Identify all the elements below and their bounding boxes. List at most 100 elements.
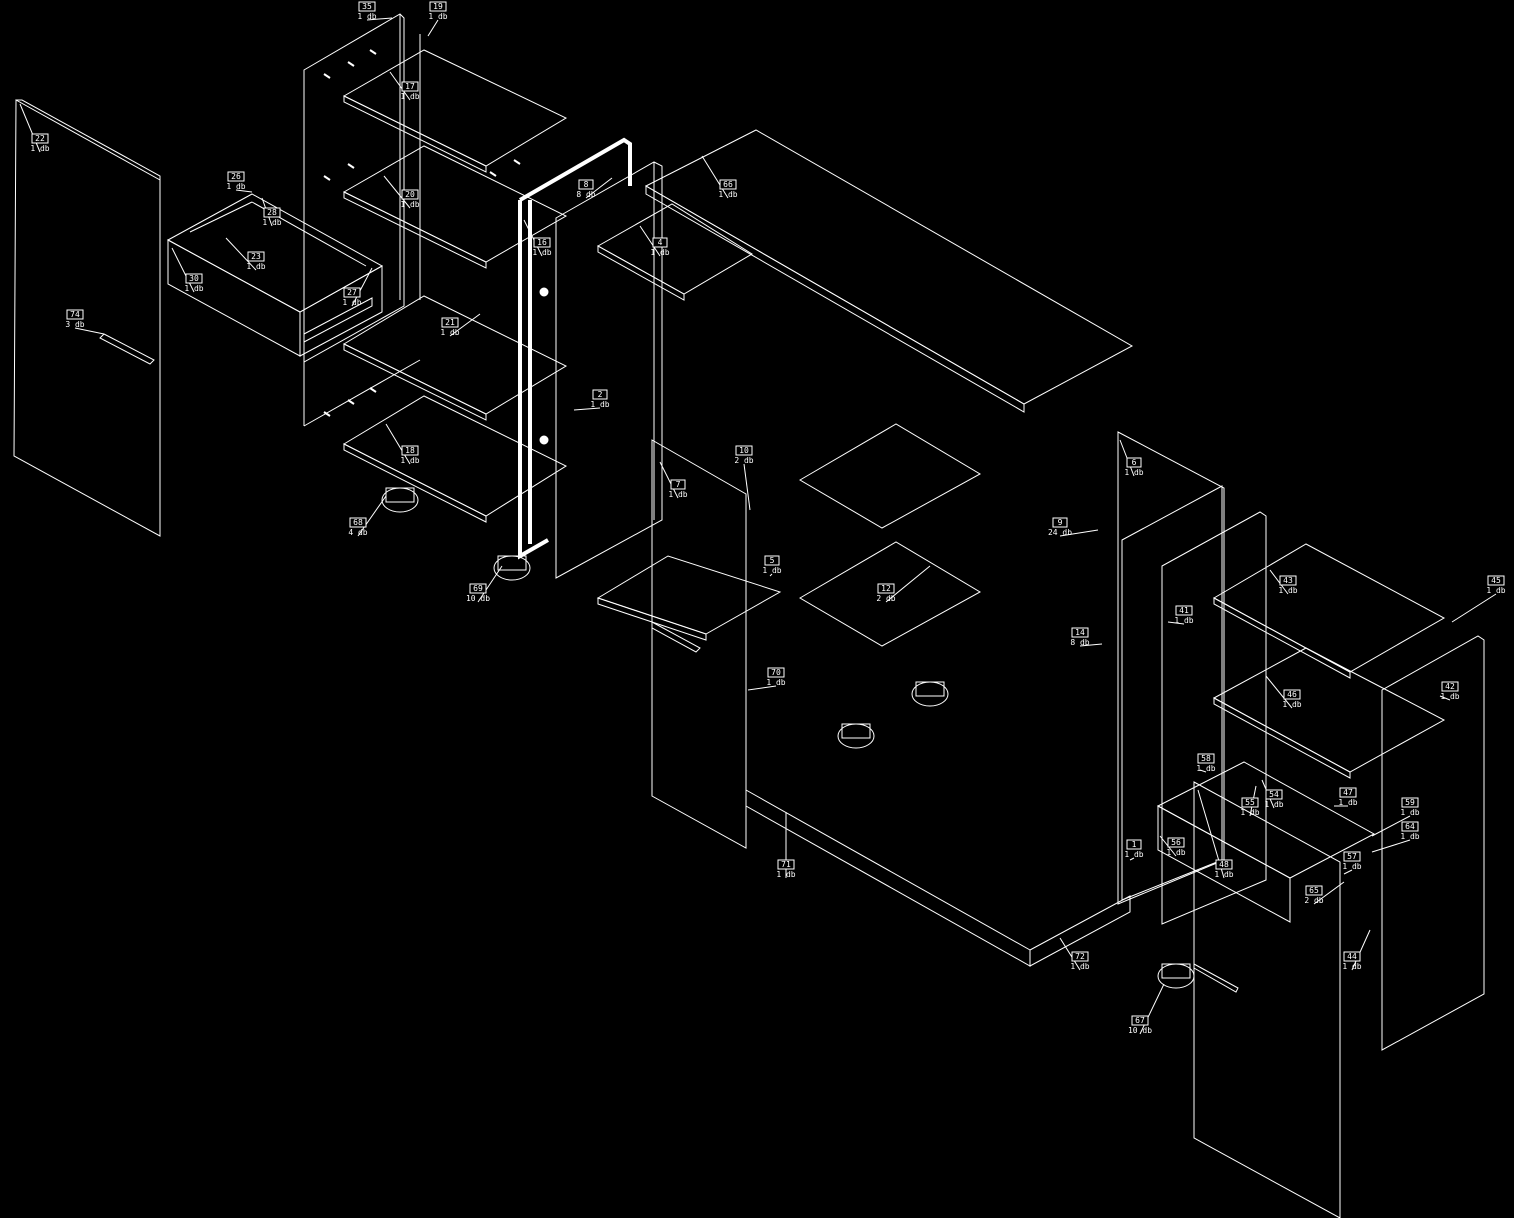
leader-line [352, 268, 372, 306]
label-box [402, 190, 418, 199]
door-handle-7 [652, 622, 700, 652]
shelf-5 [598, 556, 780, 634]
leveling-foot [493, 555, 531, 581]
label-box [350, 518, 366, 527]
part-label-9: 924 db [1048, 518, 1098, 537]
label-box [248, 252, 264, 261]
part-quantity: 1 db [428, 12, 447, 21]
top-board-66 [646, 130, 1132, 412]
leader-line [386, 424, 410, 464]
leader-line [660, 462, 678, 498]
frame-16 [520, 140, 630, 556]
part-number: 1 [1132, 840, 1137, 849]
shelf-4 [598, 204, 752, 294]
leader-line [586, 178, 612, 198]
part-number: 45 [1491, 576, 1501, 585]
leader-line [236, 190, 252, 192]
leader-line [574, 408, 600, 410]
part-number: 14 [1075, 628, 1085, 637]
door-handle-left [100, 334, 154, 364]
label-box [1442, 682, 1458, 691]
part-number: 66 [723, 180, 733, 189]
part-number: 55 [1245, 798, 1255, 807]
part-number: 42 [1445, 682, 1455, 691]
leader-line [1266, 676, 1292, 708]
leader-line [640, 226, 660, 256]
part-label-72: 721 db [1060, 938, 1090, 971]
leader-line [1080, 644, 1102, 646]
left-door-panel [14, 100, 160, 536]
leader-line [20, 104, 40, 152]
part-quantity: 8 db [576, 190, 595, 199]
leader-line [478, 566, 502, 602]
part-quantity: 1 db [1342, 862, 1361, 871]
part-number: 8 [584, 180, 589, 189]
part-label-30: 301 db [172, 248, 204, 293]
label-box [579, 180, 593, 189]
part-quantity: 1 db [184, 284, 203, 293]
part-quantity: 1 db [1486, 586, 1505, 595]
leveling-foot [837, 723, 875, 749]
label-box [402, 446, 418, 455]
label-box [534, 238, 550, 247]
leader-line [384, 176, 410, 208]
label-box [1266, 790, 1282, 799]
part-number: 22 [35, 134, 45, 143]
part-quantity: 1 db [590, 400, 609, 409]
leader-line [75, 328, 104, 334]
side-panel-44 [1382, 636, 1484, 1050]
part-number: 27 [347, 288, 357, 297]
part-quantity: 1 db [357, 12, 376, 21]
part-label-26: 261 db [226, 172, 252, 192]
leader-line [1440, 696, 1450, 700]
part-number: 20 [405, 190, 415, 199]
part-quantity: 1 db [1124, 468, 1143, 477]
part-number: 21 [445, 318, 455, 327]
leader-line [702, 156, 728, 198]
part-number: 54 [1269, 790, 1279, 799]
part-label-20: 201 db [384, 176, 420, 209]
shelf-20 [344, 146, 566, 262]
part-label-54: 541 db [1262, 780, 1284, 809]
part-label-46: 461 db [1266, 676, 1302, 709]
label-box [1242, 798, 1258, 807]
label-box [653, 238, 667, 247]
part-number: 7 [676, 480, 681, 489]
part-quantity: 1 db [766, 678, 785, 687]
part-quantity: 1 db [246, 262, 265, 271]
part-quantity: 1 db [668, 490, 687, 499]
label-box [671, 480, 685, 489]
leveling-foot [381, 487, 419, 513]
part-quantity: 1 db [226, 182, 245, 191]
label-box [1402, 822, 1418, 831]
part-quantity: 1 db [1264, 800, 1283, 809]
part-label-70: 701 db [748, 668, 786, 690]
leader-line [886, 566, 930, 602]
part-label-21: 211 db [440, 314, 480, 337]
leader-line [172, 248, 194, 292]
part-quantity: 1 db [762, 566, 781, 575]
label-box [1176, 606, 1192, 615]
label-box [720, 180, 736, 189]
part-label-23: 231 db [226, 238, 266, 271]
part-label-5: 51 db [762, 556, 782, 576]
label-box [768, 668, 784, 677]
label-box [32, 134, 48, 143]
part-quantity: 1 db [440, 328, 459, 337]
part-label-18: 181 db [386, 424, 420, 465]
leader-line [744, 464, 750, 510]
part-quantity: 1 db [776, 870, 795, 879]
leader-line [1200, 770, 1206, 772]
leader-line [1270, 570, 1288, 594]
part-label-55: 551 db [1240, 786, 1260, 817]
label-box [67, 310, 83, 319]
middle-panel-2 [556, 162, 662, 578]
part-number: 28 [267, 208, 277, 217]
part-number: 5 [770, 556, 775, 565]
part-label-59: 591 db [1372, 798, 1420, 836]
label-box [186, 274, 202, 283]
right-door-57 [1194, 782, 1340, 1218]
part-number: 43 [1283, 576, 1293, 585]
part-label-66: 661 db [702, 156, 738, 199]
